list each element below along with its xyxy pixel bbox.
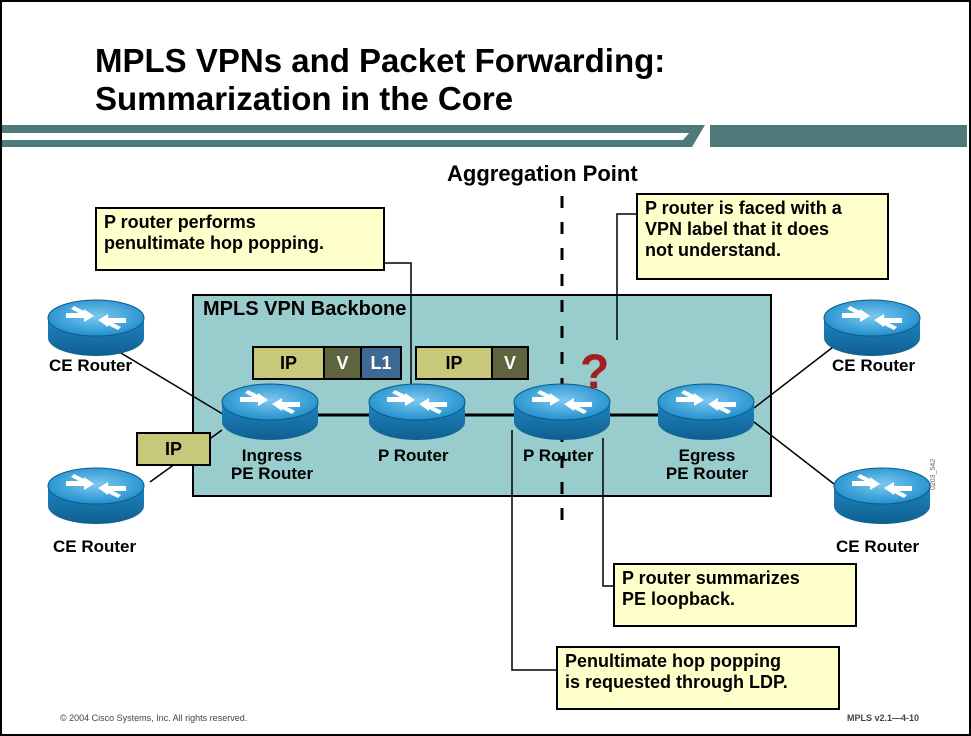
title-line-2: Summarization in the Core	[95, 80, 514, 117]
leader-summarizes	[602, 438, 613, 587]
callout-summarizes: P router summarizes PE loopback.	[613, 563, 857, 627]
footer-course-code: MPLS v2.1—4-10	[847, 713, 920, 723]
callout-ldp-line-1: Penultimate hop popping	[565, 651, 781, 671]
router-ce-bottom-right-icon	[833, 467, 931, 525]
label-egress-line-1: Egress	[678, 446, 736, 465]
header-bar	[2, 125, 696, 133]
callout-vpn-line-3: not understand.	[645, 240, 781, 260]
leader-vpn	[616, 213, 636, 340]
label-ingress-line-2: PE Router	[230, 464, 314, 483]
router-egress-pe-icon	[657, 383, 755, 441]
callout-ldp: Penultimate hop popping is requested thr…	[556, 646, 840, 710]
router-ce-top-left-icon	[47, 299, 145, 357]
callout-phop-line-2: penultimate hop popping.	[104, 233, 324, 253]
packet1-l1-label: L1	[360, 346, 402, 380]
packet2-ip: IP	[415, 346, 493, 380]
side-code: 0203_542	[930, 458, 937, 490]
brand-bar	[710, 125, 967, 147]
footer-copyright: © 2004 Cisco Systems, Inc. All rights re…	[60, 713, 248, 723]
backbone-label: MPLS VPN Backbone	[203, 298, 407, 320]
label-ce-bottom-right: CE Router	[836, 537, 920, 556]
callout-phop: P router performs penultimate hop poppin…	[95, 207, 385, 271]
brand-label: Cisco.com	[849, 150, 920, 166]
callout-summarizes-line-1: P router summarizes	[622, 568, 800, 588]
label-ingress-pe: Ingress PE Router	[224, 447, 320, 483]
callout-ldp-line-2: is requested through LDP.	[565, 672, 788, 692]
callout-vpn-line-1: P router is faced with a	[645, 198, 842, 218]
label-ce-top-right: CE Router	[832, 356, 916, 375]
question-mark: ?	[580, 346, 610, 399]
packet1-ip: IP	[252, 346, 325, 380]
label-p1: P Router	[378, 446, 449, 465]
router-ce-bottom-left-icon	[47, 467, 145, 525]
callout-phop-line-1: P router performs	[104, 212, 256, 232]
aggregation-point-label: Aggregation Point	[447, 161, 638, 186]
link-egress-ce-tr	[753, 336, 847, 409]
label-ingress-line-1: Ingress	[241, 446, 303, 465]
label-ce-top-left: CE Router	[49, 356, 133, 375]
label-egress-line-2: PE Router	[665, 464, 749, 483]
leader-phop	[385, 262, 412, 385]
packet-edge-ip: IP	[136, 432, 211, 466]
label-p2: P Router	[523, 446, 594, 465]
router-ce-top-right-icon	[823, 299, 921, 357]
callout-vpn-label: P router is faced with a VPN label that …	[636, 193, 889, 280]
label-ce-bottom-left: CE Router	[53, 537, 137, 556]
callout-summarizes-line-2: PE loopback.	[622, 589, 736, 609]
title-line-1: MPLS VPNs and Packet Forwarding:	[95, 42, 666, 79]
link-egress-ce-br	[753, 421, 835, 485]
leader-ldp	[511, 430, 556, 671]
packet2-vpn-label: V	[491, 346, 529, 380]
router-p1-icon	[368, 383, 466, 441]
label-egress-pe: Egress PE Router	[659, 447, 755, 483]
slide-title: MPLS VPNs and Packet Forwarding: Summari…	[95, 42, 665, 118]
callout-vpn-line-2: VPN label that it does	[645, 219, 830, 239]
router-ingress-pe-icon	[221, 383, 319, 441]
packet1-vpn-label: V	[323, 346, 362, 380]
